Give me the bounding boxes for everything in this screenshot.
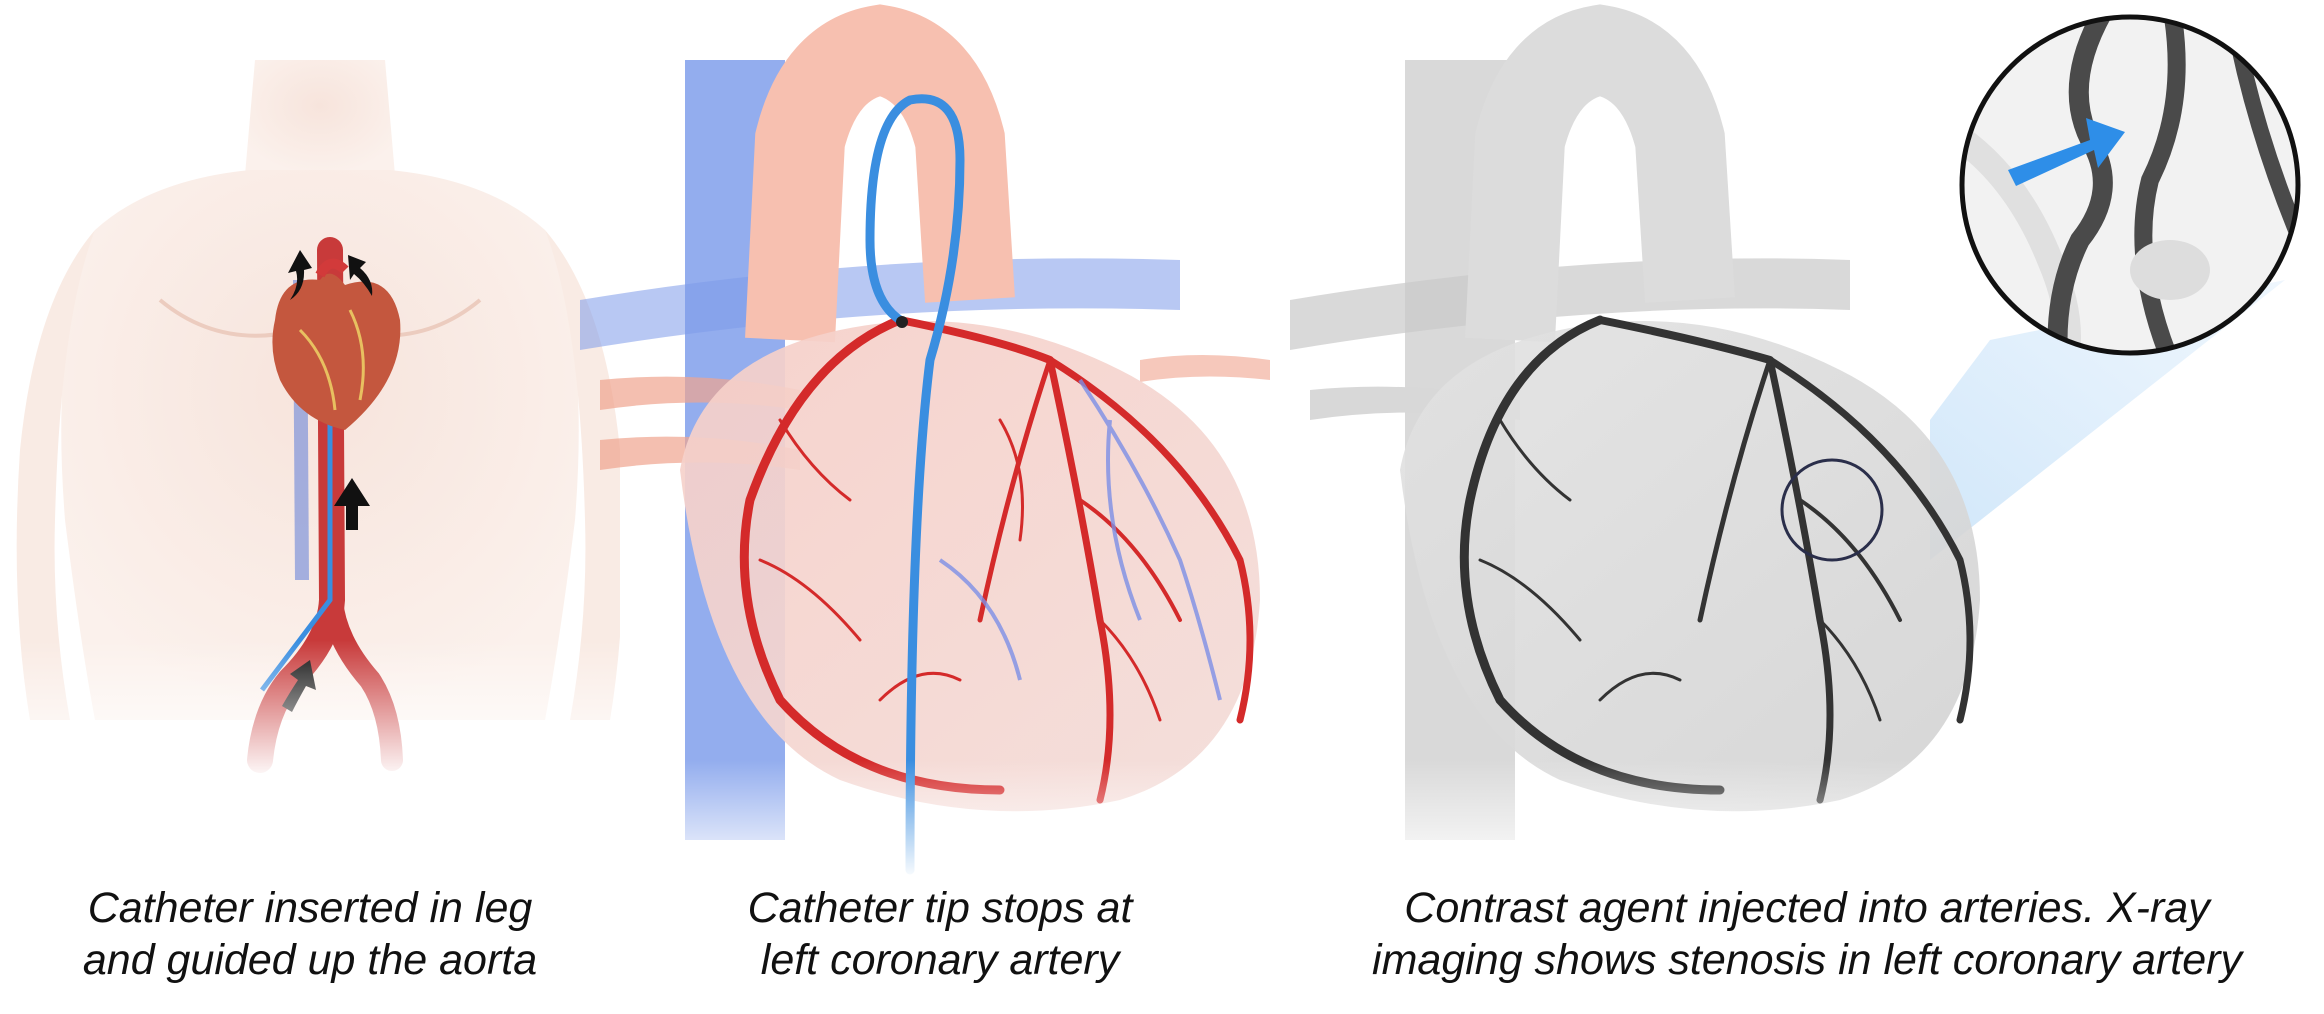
heart-illustration-icon xyxy=(580,4,1300,880)
step-1-caption-line-2: and guided up the aorta xyxy=(82,936,538,984)
step-3-caption-line-1: Contrast agent injected into arteries. X… xyxy=(1404,884,2210,932)
step-3-caption: Contrast agent injected into arteries. X… xyxy=(1290,882,2324,986)
heart-body xyxy=(680,321,1260,812)
step-3-panel: Contrast agent injected into arteries. X… xyxy=(1290,0,2324,1014)
stenosis-marker-circle xyxy=(1780,458,1884,562)
step-1-panel: Catheter inserted in leg and guided up t… xyxy=(0,0,620,1014)
magnifier-inset-icon xyxy=(1959,14,2301,356)
step-2-caption-line-1: Catheter tip stops at xyxy=(747,884,1133,932)
step-2-caption: Catheter tip stops at left coronary arte… xyxy=(580,882,1300,986)
step-1-caption: Catheter inserted in leg and guided up t… xyxy=(0,882,620,986)
step-2-caption-line-2: left coronary artery xyxy=(760,936,1120,984)
magnifier-beam xyxy=(1930,280,2285,560)
arrow-icon xyxy=(348,255,373,296)
arrow-icon xyxy=(288,250,312,300)
step-3-caption-line-2: imaging shows stenosis in left coronary … xyxy=(1372,936,2242,984)
heart-icon xyxy=(272,258,401,430)
step-1-caption-line-1: Catheter inserted in leg xyxy=(87,884,533,932)
pulmonary-artery xyxy=(1140,355,1270,382)
arrow-icon xyxy=(334,478,370,530)
xray-heart-illustration-icon xyxy=(1290,4,2324,880)
catheter-tip xyxy=(896,316,908,328)
torso-illustration-icon xyxy=(0,60,620,780)
neck-shape xyxy=(245,60,395,175)
step-2-panel: Catheter tip stops at left coronary arte… xyxy=(580,0,1300,1014)
left-arm-shape xyxy=(16,230,96,720)
cardiac-veins xyxy=(938,378,1222,701)
aortic-arch xyxy=(1465,4,1735,343)
catheter-line xyxy=(865,94,965,875)
heart-body xyxy=(1400,321,1980,812)
arrow-icon xyxy=(2008,118,2125,186)
coronary-arteries xyxy=(1459,315,1974,804)
right-arm-shape xyxy=(545,230,620,720)
